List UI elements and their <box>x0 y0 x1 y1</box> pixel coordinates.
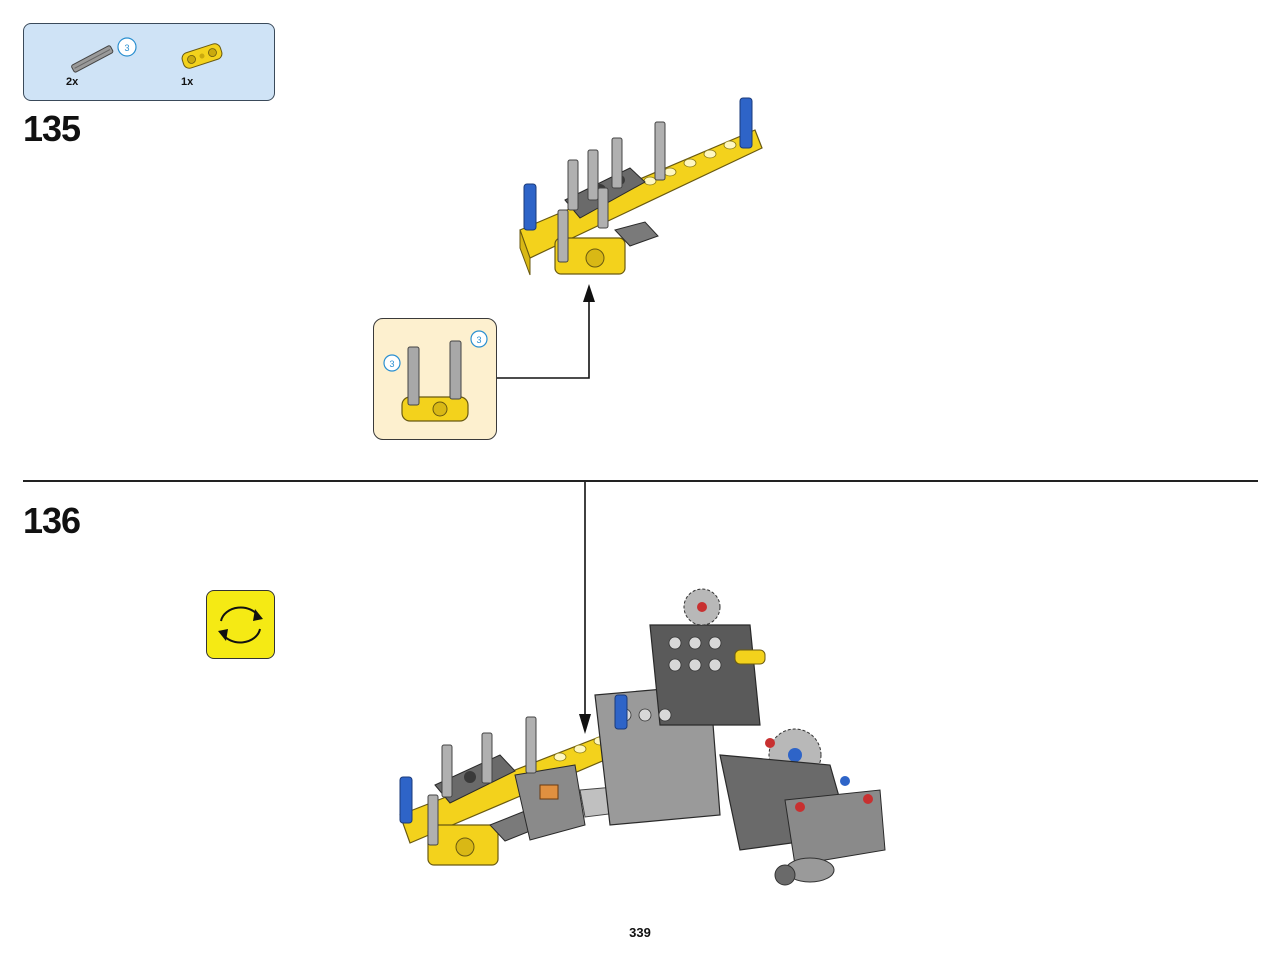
axle-part-icon <box>71 45 114 73</box>
step-number-136: 136 <box>23 500 81 541</box>
callout-3-icon <box>383 354 401 372</box>
sub-assembly-box: 3 3 <box>373 318 497 440</box>
sub-callout-right: 3 <box>476 335 481 345</box>
rotate-model-icon <box>206 590 275 659</box>
sub-callout-left: 3 <box>389 359 394 369</box>
parts-list-box: 3 2x 1x <box>23 23 275 101</box>
page-number: 339 <box>629 925 651 940</box>
sub-assembly-illustration: 3 3 <box>383 330 488 422</box>
length-callout-icon: 3 <box>117 37 137 57</box>
placement-arrow <box>579 482 591 734</box>
axle-qty: 2x <box>66 76 79 88</box>
step-136-model-illustration <box>399 588 886 886</box>
connector-qty: 1x <box>181 76 194 88</box>
step-135-model-illustration <box>519 97 763 276</box>
step-divider <box>23 480 1258 482</box>
axle-length-label: 3 <box>124 43 129 53</box>
rotate-arrows-icon <box>218 606 263 644</box>
step-number-135: 135 <box>23 108 81 149</box>
connector-part-icon <box>181 43 223 69</box>
callout-3-icon <box>470 330 488 348</box>
assembly-arrow <box>497 284 595 379</box>
